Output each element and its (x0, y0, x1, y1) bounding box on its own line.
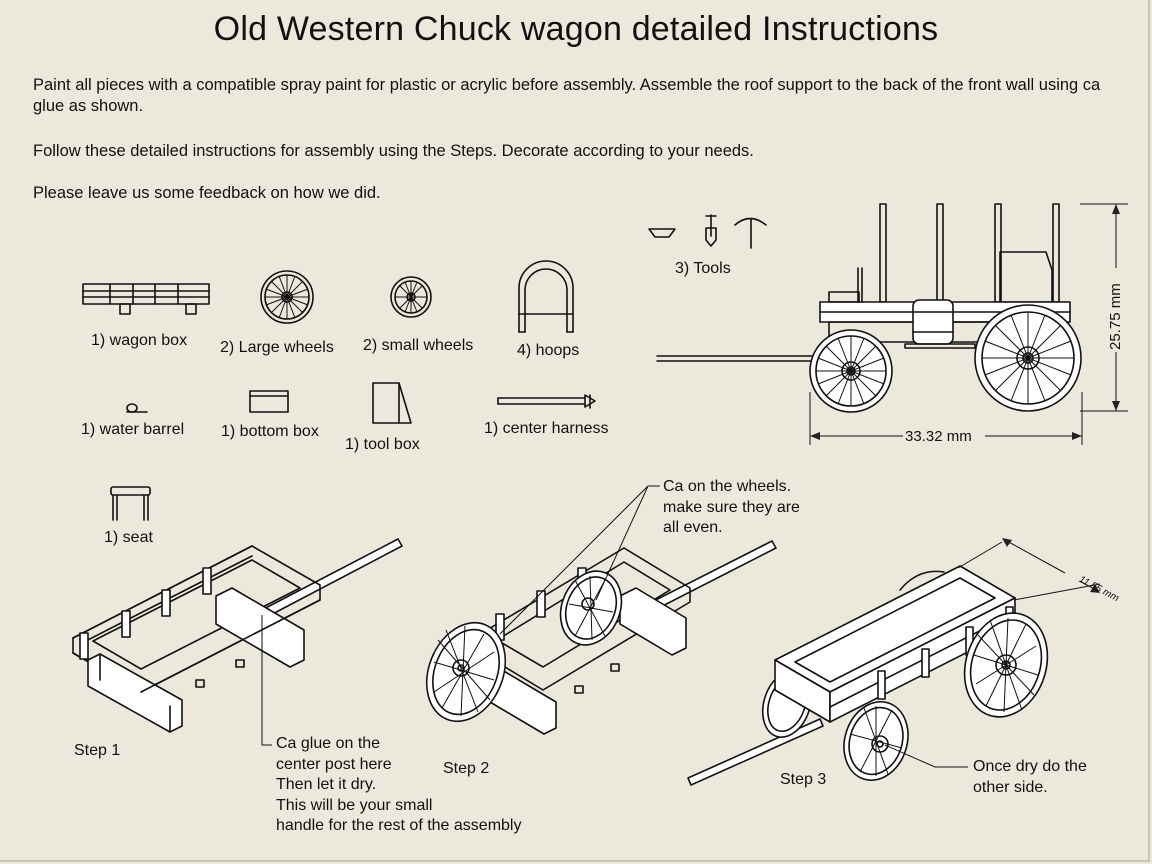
note-wheels-even: Ca on the wheels. make sure they are all… (663, 478, 800, 536)
tools-drawing (648, 214, 767, 249)
step-label-1: Step 1 (74, 742, 121, 759)
page-title: Old Western Chuck wagon detailed Instruc… (213, 10, 939, 48)
step3-drawing (687, 538, 1101, 786)
bottom-box-drawing (249, 390, 289, 413)
step2-drawing (425, 540, 777, 735)
seat-drawing (110, 486, 151, 521)
note-glue-center-post: Ca glue on the center post here Then let… (276, 735, 522, 834)
note-other-side: Once dry do the other side. (973, 758, 1087, 796)
dimension-width: 33.32 mm (905, 428, 972, 445)
intro-paragraph-paint: Paint all pieces with a compatible spray… (33, 76, 1101, 115)
intro-paragraph-feedback: Please leave us some feedback on how we … (33, 184, 381, 202)
step-label-2: Step 2 (443, 760, 490, 777)
wagon-box-drawing (82, 283, 210, 315)
part-label-center-harness: 1) center harness (484, 420, 609, 437)
part-label-small-wheels: 2) small wheels (363, 337, 474, 354)
part-label-seat: 1) seat (104, 529, 153, 546)
dimension-height: 25.75 mm (1107, 283, 1124, 350)
center-harness-drawing (497, 394, 596, 409)
step-label-3: Step 3 (780, 771, 827, 788)
part-label-tool-box: 1) tool box (345, 436, 420, 453)
water-barrel-drawing (126, 403, 148, 413)
intro-paragraph-steps: Follow these detailed instructions for a… (33, 142, 754, 160)
side-elevation-drawing (656, 203, 1128, 445)
leader-lines (261, 485, 968, 768)
part-label-wagon-box: 1) wagon box (91, 332, 188, 349)
tool-box-drawing (372, 382, 412, 424)
part-label-tools: 3) Tools (675, 260, 731, 277)
part-label-water-barrel: 1) water barrel (81, 421, 185, 438)
large-wheel-drawing (260, 270, 314, 324)
step1-drawing (72, 538, 403, 733)
part-label-bottom-box: 1) bottom box (221, 423, 319, 440)
hoop-drawing (518, 260, 574, 333)
part-label-large-wheels: 2) Large wheels (220, 339, 334, 356)
part-label-hoops: 4) hoops (517, 342, 580, 359)
small-wheel-drawing (390, 276, 432, 318)
